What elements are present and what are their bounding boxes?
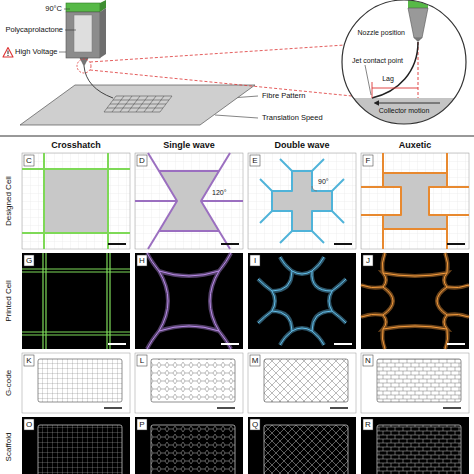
designed-single-wave [135, 153, 243, 249]
zoom-guides [90, 45, 352, 96]
row-label: Printed Cell [5, 280, 13, 321]
panel-letter: G [26, 257, 32, 265]
designed-auxetic [361, 153, 469, 249]
angle-label: 120° [212, 189, 226, 196]
row-label: G-code [5, 370, 13, 396]
callout-label: High Voltage [15, 48, 58, 56]
row-label: Scaffold [5, 433, 13, 462]
panel-letter: Q [252, 421, 258, 429]
panel-letter: C [26, 157, 32, 165]
designed-double-wave [248, 153, 356, 249]
angle-label: 90° [318, 178, 329, 185]
callout-label: Lag [382, 75, 394, 82]
callout-label: 90°C [45, 5, 62, 13]
separator [0, 136, 474, 137]
panel-letter: L [140, 357, 144, 365]
panel-letter: K [26, 357, 31, 365]
panel-letter: N [365, 357, 371, 365]
printed-crosshatch [22, 253, 130, 349]
printed-single-wave [135, 253, 243, 349]
zoom-inset [330, 0, 474, 138]
panel-letter: M [252, 357, 259, 365]
scaffold-double-wave [248, 417, 356, 474]
column-header: Crosshatch [51, 141, 101, 150]
panel-letter: H [139, 257, 145, 265]
column-header: Auxetic [399, 141, 432, 150]
printed-auxetic [361, 253, 469, 349]
callout-label: Jet contact point [352, 57, 403, 64]
callout-label: Nozzle position [358, 29, 405, 36]
panel-letter: I [254, 257, 256, 265]
callout-label: Fibre Pattern [262, 92, 305, 100]
warning-symbol [3, 48, 13, 58]
column-header: Single wave [163, 141, 215, 150]
scaffold-single-wave [135, 417, 243, 474]
panel-letter: P [139, 421, 144, 429]
gcode-crosshatch [22, 353, 130, 413]
panel-letter: R [365, 421, 371, 429]
scaffold-crosshatch [22, 417, 130, 474]
callout-label: Translation Speed [262, 114, 323, 122]
panel-letter: O [26, 421, 32, 429]
row-label: Designed Cell [5, 176, 13, 226]
panel-letter: E [252, 157, 257, 165]
panel-letter: J [366, 257, 370, 265]
gcode-single-wave [135, 353, 243, 413]
printed-double-wave [248, 253, 356, 349]
designed-crosshatch [22, 153, 130, 249]
callout-label: Collector motion [379, 107, 430, 114]
print-head [66, 0, 106, 73]
callout-label: Polycaprolactone [5, 26, 63, 34]
scaffold-auxetic [361, 417, 469, 474]
panel-letter: D [139, 157, 145, 165]
panel-letter: F [366, 157, 371, 165]
column-header: Double wave [274, 141, 329, 150]
gcode-auxetic [361, 353, 469, 413]
gcode-double-wave [248, 353, 356, 413]
